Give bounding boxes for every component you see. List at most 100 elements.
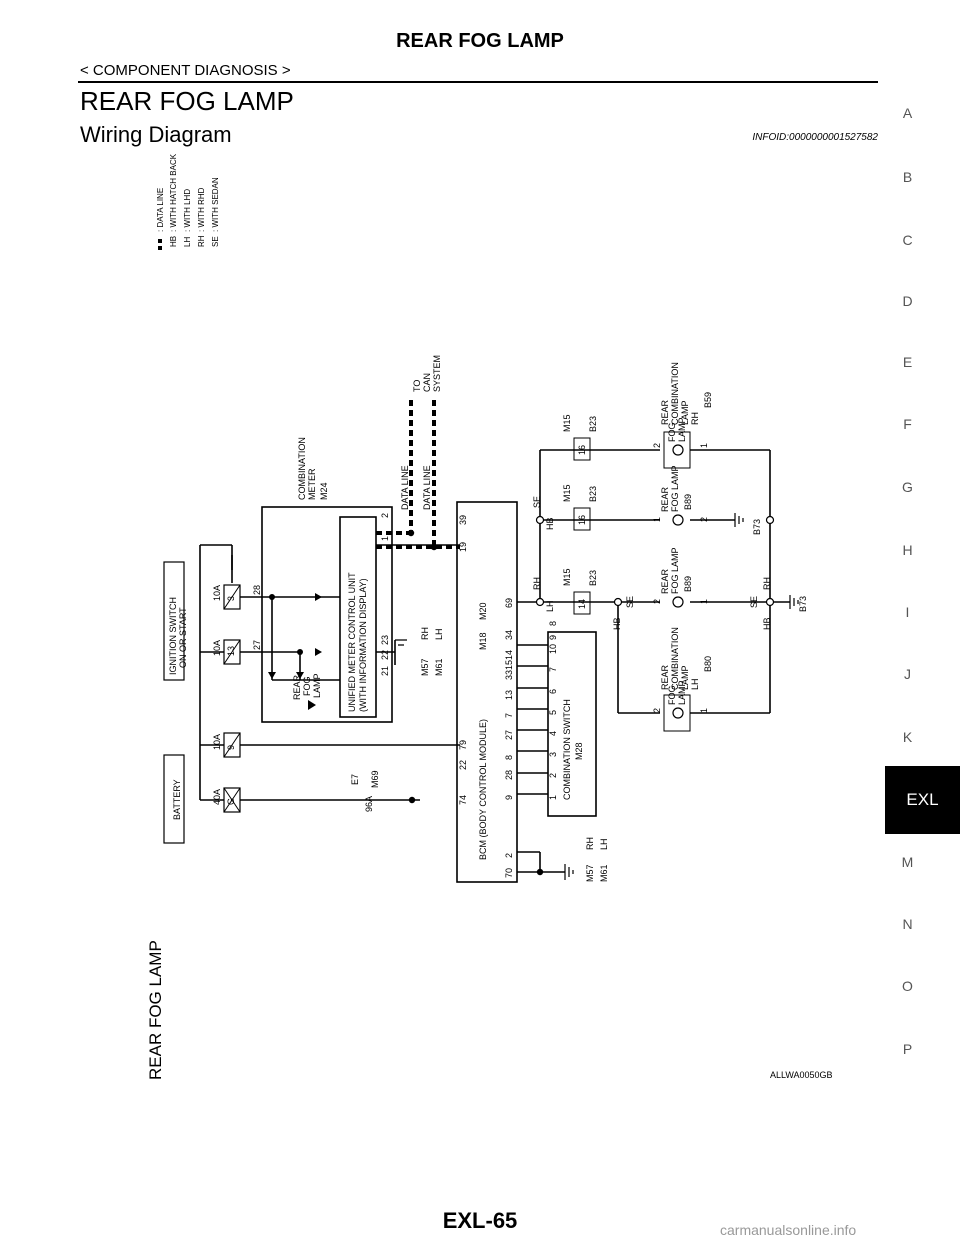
meter-lamp-label: LAMP: [312, 673, 322, 698]
lamp-label: LAMP: [680, 665, 690, 690]
bcm-conn-label: M18: [478, 632, 488, 650]
pin-label: 1: [699, 708, 709, 713]
bcm-label: BCM (BODY CONTROL MODULE): [478, 719, 488, 860]
lamp-conn: B89: [683, 494, 693, 510]
lamp-label: REAR: [660, 486, 670, 512]
joint-connector: [613, 597, 623, 607]
joint-tag: HB: [612, 617, 622, 630]
fuse-mark: [223, 787, 241, 813]
ground-symbol: [564, 864, 574, 880]
pin-label: 9: [548, 635, 558, 640]
diode: [315, 648, 322, 656]
lamp-label: COMBINATION: [670, 627, 680, 690]
pin-label: 39: [458, 515, 468, 525]
meter-unit-label: UNIFIED METER CONTROL UNIT: [347, 572, 357, 712]
fuse-amp-label: 10A: [212, 640, 222, 656]
side-index-o[interactable]: O: [902, 978, 913, 994]
splice: [536, 868, 544, 876]
meter-lamp-label: FOG: [302, 677, 312, 697]
legend-lhd: : WITH LHD: [183, 189, 192, 232]
legend: : DATA LINE HB : WITH HATCH BACK LH : WI…: [156, 153, 220, 250]
lamp-box-lh: [663, 694, 691, 732]
pin-label: 79: [458, 740, 468, 750]
connector-label: B23: [588, 486, 598, 502]
e7-conn: M69: [370, 770, 380, 788]
side-index-a[interactable]: A: [902, 105, 913, 121]
combination-meter-box: [261, 506, 393, 723]
ignition-label-1: IGNITION SWITCH: [168, 597, 178, 675]
bcm-conn-label: M20: [478, 602, 488, 620]
pin-label: 10: [548, 644, 558, 654]
ignition-switch-box: [163, 561, 185, 681]
lamp-label: REAR: [660, 399, 670, 425]
lamp-bulb: [672, 444, 684, 456]
side-index-e[interactable]: E: [902, 354, 913, 370]
side-index-j[interactable]: J: [904, 666, 911, 682]
section-subtitle: Wiring Diagram: [80, 122, 232, 147]
pin-label: 27: [504, 730, 514, 740]
side-index-i[interactable]: I: [905, 604, 910, 620]
ground-tag: RH: [420, 627, 430, 640]
side-index-g[interactable]: G: [902, 479, 913, 495]
pin-label: 22: [458, 760, 468, 770]
ground-tag: RH: [585, 837, 595, 850]
pin-label: 1: [699, 599, 709, 604]
joint-tag: RH: [762, 577, 772, 590]
comb-meter-conn: M24: [319, 482, 329, 500]
lamp-label: REAR: [660, 568, 670, 594]
pin-label: 4: [548, 731, 558, 736]
joint-tag: SE: [532, 496, 542, 508]
fuse-mark: [223, 584, 241, 610]
pin-label: 5: [548, 710, 558, 715]
legend-tag-rh: RH: [197, 235, 206, 247]
lamp-label: COMBINATION: [670, 362, 680, 425]
legend-sedan: : WITH SEDAN: [211, 177, 220, 232]
pin-label: 2: [652, 599, 662, 604]
connector-label: M15: [562, 414, 572, 432]
connector-pin: 16: [577, 515, 587, 525]
fuse-id-label: G: [226, 798, 236, 805]
side-index-exl-active[interactable]: EXL: [885, 766, 960, 834]
lamp-bulb: [672, 514, 684, 526]
section-title: REAR FOG LAMP: [80, 86, 294, 116]
side-index-f[interactable]: F: [903, 416, 912, 432]
ground-symbol: [789, 595, 799, 609]
diode: [296, 672, 304, 679]
joint-connector: [535, 597, 545, 607]
legend-rhd: : WITH RHD: [197, 187, 206, 232]
side-index-h[interactable]: H: [902, 542, 913, 558]
meter-unit-label: (WITH INFORMATION DISPLAY): [358, 578, 368, 712]
legend-hatchback: : WITH HATCH BACK: [169, 153, 178, 232]
pin-label: 1: [548, 795, 558, 800]
pin-label: 74: [458, 795, 468, 805]
pin-label: 1: [380, 536, 390, 541]
side-index-d[interactable]: D: [902, 293, 913, 309]
comb-switch-label: COMBINATION SWITCH: [562, 699, 572, 800]
header-rule: [78, 81, 878, 83]
diode: [268, 672, 276, 679]
splice: [408, 796, 416, 804]
to-can-label: TO: [412, 380, 422, 392]
page-title: REAR FOG LAMP: [396, 30, 564, 52]
pin-label: 22: [380, 650, 390, 660]
lamp-ground-conn: B73: [752, 519, 762, 535]
pin-label: 2: [652, 443, 662, 448]
figure-id: ALLWA0050GB: [770, 1070, 833, 1080]
connector-label: M15: [562, 484, 572, 502]
lamp-label: FOG LAMP: [670, 547, 680, 594]
legend-dataline: : DATA LINE: [156, 188, 165, 232]
ground-conn: M61: [434, 658, 444, 676]
pin-label: 28: [504, 770, 514, 780]
pin-label: 23: [380, 635, 390, 645]
splice: [297, 649, 303, 655]
side-index-p[interactable]: P: [902, 1041, 913, 1057]
connector-box: [573, 591, 591, 615]
lamp-ground-conn: B73: [798, 596, 808, 612]
ground-symbol: [734, 513, 744, 527]
pin-label: 2: [699, 517, 709, 522]
side-index-k[interactable]: K: [902, 729, 913, 745]
side-index-b[interactable]: B: [902, 169, 913, 185]
side-index-n[interactable]: N: [902, 916, 913, 932]
side-index-m[interactable]: M: [901, 854, 914, 870]
side-index-c[interactable]: C: [902, 232, 913, 248]
